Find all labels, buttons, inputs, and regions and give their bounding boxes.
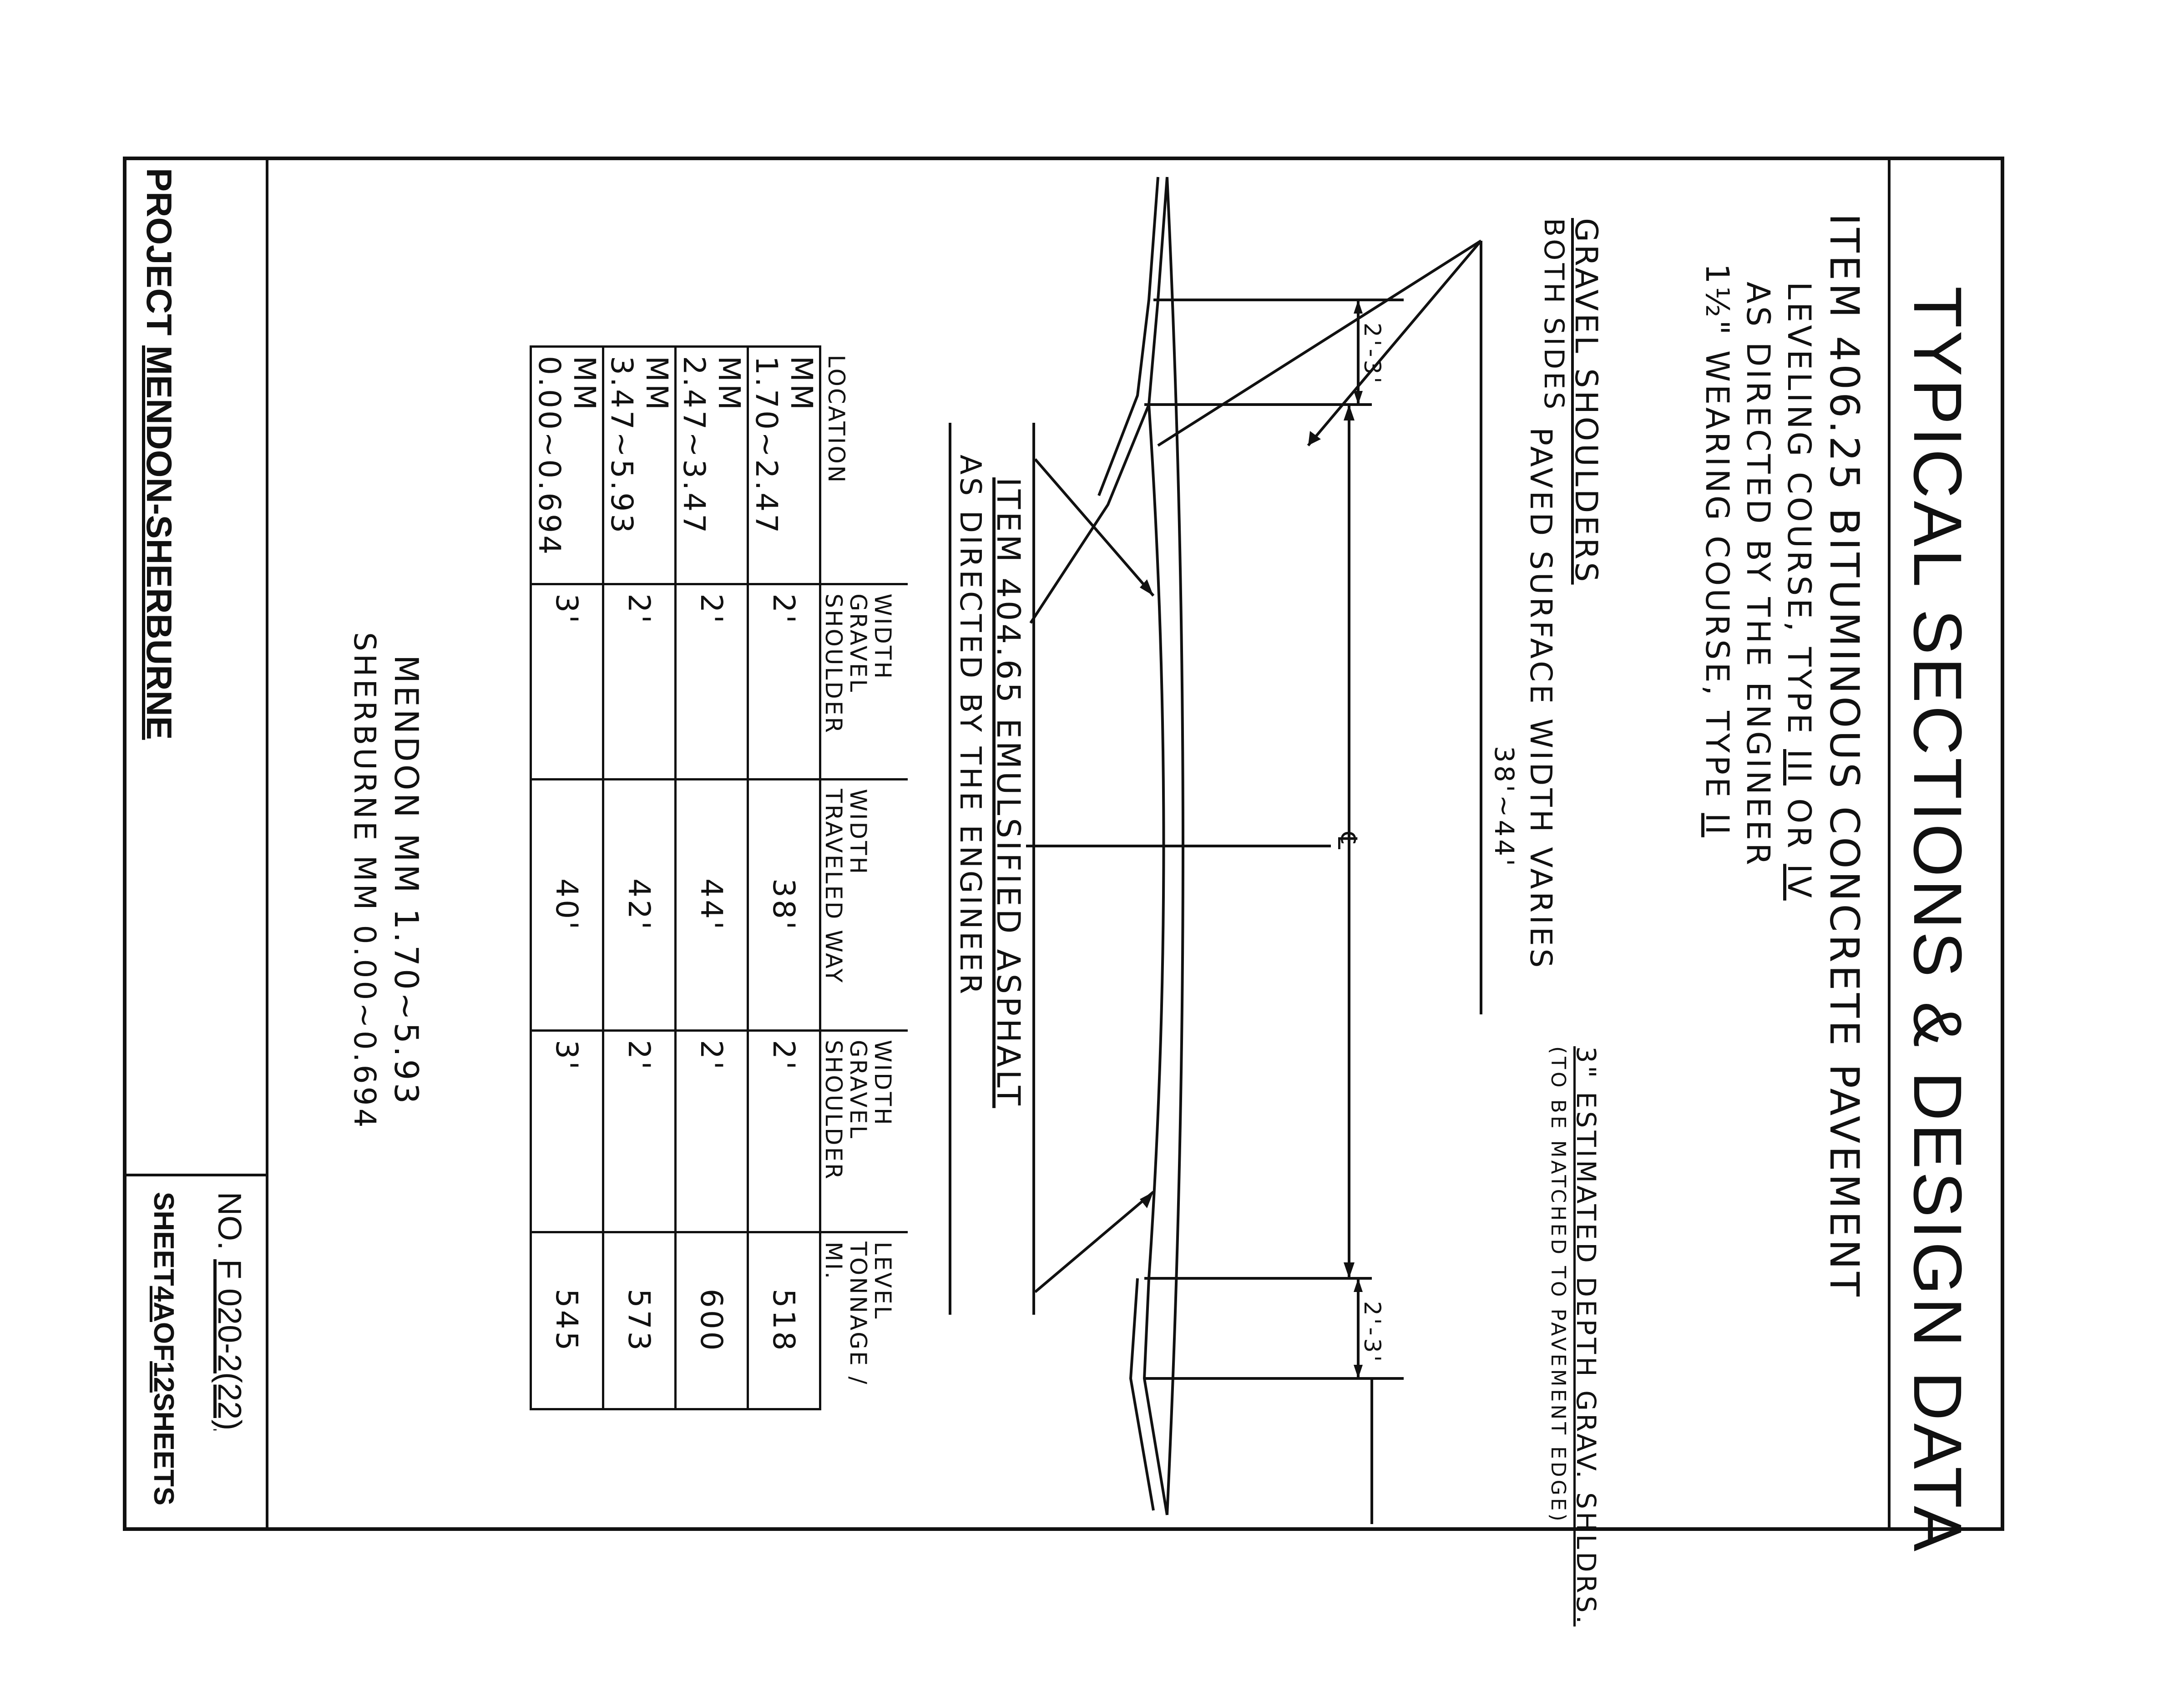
left-shoulder-slope-lower — [1097, 177, 1159, 496]
gravel2-cell: 2' — [603, 1030, 676, 1232]
col-header-gravel-2: WIDTH GRAVEL SHOULDER — [820, 1030, 908, 1232]
location-header-text: LOCATION — [823, 355, 849, 485]
gravel1-cell: 2' — [748, 584, 820, 780]
shoulder-dim-left-text: 2'-3' — [1359, 323, 1385, 386]
traveled-h1: WIDTH — [845, 789, 871, 876]
project-number-line: NO. F 020-2(22) — [211, 1192, 248, 1430]
gravel1-h3: SHOULDER — [820, 593, 847, 735]
tonnage-h2: TONNAGE / MI. — [820, 1241, 871, 1386]
arrow-surface-a — [1344, 405, 1355, 420]
table-row: MM 1.70~2.47 2' 38' 2' 518 — [748, 346, 820, 1409]
location-cell: MM 2.47~3.47 — [675, 346, 748, 584]
of-label: OF — [148, 1322, 179, 1362]
tonnage-cell: 573 — [603, 1232, 676, 1409]
traveled-cell: 40' — [531, 779, 603, 1031]
arrow-shoulder-left-a — [1354, 300, 1363, 314]
gravel-shoulder-leader-1 — [1307, 240, 1482, 446]
design-data-table: LOCATION WIDTH GRAVEL SHOULDER WIDTH TRA… — [530, 345, 908, 1410]
gravel1-h2: GRAVEL — [845, 593, 871, 694]
gravel2-h2: GRAVEL — [845, 1039, 871, 1140]
emulsified-asphalt-line1: ITEM 404.65 EMULSIFIED ASPHALT — [990, 477, 1027, 1108]
sheet-label: SHEET — [148, 1192, 179, 1286]
location-cell: MM 1.70~2.47 — [748, 346, 820, 584]
sheets-label: SHEETS — [148, 1393, 179, 1506]
sheet-total: 12 — [148, 1361, 179, 1393]
tonnage-cell: 545 — [531, 1232, 603, 1409]
arrow-shoulder-left-b — [1354, 391, 1363, 405]
right-shoulder-slope-lower — [1129, 1278, 1155, 1511]
rotated-sheet: TYPICAL SECTIONS & DESIGN DATA ITEM 406.… — [102, 150, 2082, 1626]
emulsified-asphalt-box: ITEM 404.65 EMULSIFIED ASPHALT AS DIRECT… — [949, 423, 1035, 1315]
sheet-number: 4A — [148, 1286, 179, 1322]
table-row: MM 2.47~3.47 2' 44' 2' 600 — [675, 346, 748, 1409]
traveled-h2: TRAVELED WAY — [820, 789, 847, 984]
project-line: PROJECT MENDON-SHERBURNE — [138, 168, 180, 740]
emulsified-leader-right — [1034, 1190, 1154, 1293]
project-name: MENDON-SHERBURNE — [139, 345, 179, 740]
mendon-limits: MENDON MM 1.70~5.93 — [387, 655, 425, 1107]
centerline-symbol: ℄ — [1332, 832, 1363, 852]
arrow-surface-b — [1344, 1262, 1355, 1278]
table-header-row: LOCATION WIDTH GRAVEL SHOULDER WIDTH TRA… — [820, 346, 908, 1409]
tonnage-h1: LEVEL — [870, 1241, 896, 1321]
table-row: MM 0.00~0.694 3' 40' 3' 545 — [531, 346, 603, 1409]
table-row: MM 3.47~5.93 2' 42' 2' 573 — [603, 346, 676, 1409]
title-block-split — [123, 1174, 268, 1176]
arrow-gravel-leader — [1308, 431, 1321, 446]
tonnage-cell: 518 — [748, 1232, 820, 1409]
col-header-gravel-1: WIDTH GRAVEL SHOULDER — [820, 584, 908, 780]
gravel1-cell: 2' — [603, 584, 676, 780]
typical-section-drawing — [1026, 177, 1482, 1524]
traveled-cell: 42' — [603, 779, 676, 1031]
gravel-shoulder-leader-2 — [1157, 239, 1482, 447]
gravel2-cell: 3' — [531, 1030, 603, 1232]
emulsified-leader-left — [1034, 458, 1155, 597]
pavement-bottom-line — [1148, 404, 1165, 1279]
gravel2-cell: 2' — [748, 1030, 820, 1232]
shoulder-dim-right-text: 2'-3' — [1359, 1301, 1385, 1365]
traveled-cell: 38' — [748, 779, 820, 1031]
gravel1-h1: WIDTH — [870, 593, 896, 681]
arrow-emulsified-left — [1140, 579, 1153, 596]
emulsified-asphalt-line2: AS DIRECTED BY THE ENGINEER — [953, 455, 987, 997]
col-header-tonnage: LEVEL TONNAGE / MI. — [820, 1232, 908, 1409]
tonnage-cell: 600 — [675, 1232, 748, 1409]
sheet-number-line: SHEET4AOF12SHEETS — [147, 1192, 180, 1505]
project-no-value: F 020-2(22) — [211, 1259, 248, 1431]
gravel2-h1: WIDTH — [870, 1039, 896, 1127]
left-shoulder-slope — [1029, 177, 1168, 624]
title-block-divider — [266, 157, 268, 1531]
traveled-cell: 44' — [675, 779, 748, 1031]
arrow-shoulder-right-a — [1354, 1278, 1363, 1292]
arrow-shoulder-right-b — [1354, 1365, 1363, 1378]
location-cell: MM 3.47~5.93 — [603, 346, 676, 584]
location-cell: MM 0.00~0.694 — [531, 346, 603, 584]
gravel1-cell: 2' — [675, 584, 748, 780]
sherburne-limits: SHERBURNE MM 0.00~0.694 — [347, 632, 382, 1130]
gravel2-h3: SHOULDER — [820, 1039, 847, 1181]
col-header-location: LOCATION — [820, 346, 908, 584]
col-header-traveled: WIDTH TRAVELED WAY — [820, 779, 908, 1031]
project-label: PROJECT — [139, 168, 179, 336]
gravel2-cell: 2' — [675, 1030, 748, 1232]
arrow-emulsified-right — [1140, 1192, 1153, 1208]
gravel1-cell: 3' — [531, 584, 603, 780]
project-no-label: NO. — [211, 1192, 248, 1251]
